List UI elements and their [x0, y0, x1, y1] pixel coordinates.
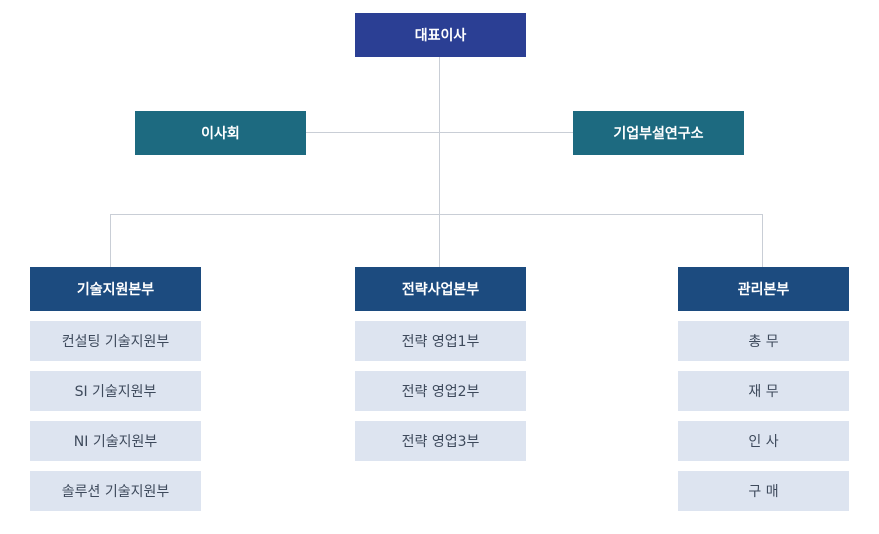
- team-label: 솔루션 기술지원부: [61, 484, 170, 500]
- team-node: NI 기술지원부: [30, 421, 201, 461]
- connector-staff-horizontal: [305, 132, 573, 133]
- ceo-label: 대표이사: [414, 28, 467, 44]
- division-label: 기술지원본부: [76, 282, 155, 298]
- connector-left-division: [110, 214, 111, 267]
- division-label: 전략사업본부: [401, 282, 480, 298]
- division-management: 관리본부: [678, 267, 849, 311]
- team-label: NI 기술지원부: [73, 434, 158, 450]
- team-node: 구 매: [678, 471, 849, 511]
- team-node: 총 무: [678, 321, 849, 361]
- connector-vertical-main: [439, 57, 440, 267]
- connector-right-division: [762, 214, 763, 267]
- team-label: 컨설팅 기술지원부: [61, 334, 170, 350]
- team-node: 인 사: [678, 421, 849, 461]
- team-node: 컨설팅 기술지원부: [30, 321, 201, 361]
- team-node: SI 기술지원부: [30, 371, 201, 411]
- team-label: 전략 영업1부: [401, 334, 480, 350]
- team-node: 재 무: [678, 371, 849, 411]
- team-label: 인 사: [748, 434, 779, 450]
- team-label: 전략 영업2부: [401, 384, 480, 400]
- team-node: 솔루션 기술지원부: [30, 471, 201, 511]
- board-label: 이사회: [201, 126, 240, 142]
- team-label: 전략 영업3부: [401, 434, 480, 450]
- team-node: 전략 영업2부: [355, 371, 526, 411]
- team-node: 전략 영업3부: [355, 421, 526, 461]
- connector-divisions-horizontal: [110, 214, 763, 215]
- research-lab-label: 기업부설연구소: [613, 126, 704, 142]
- team-label: 재 무: [748, 384, 779, 400]
- division-strategy-business: 전략사업본부: [355, 267, 526, 311]
- board-node: 이사회: [135, 111, 306, 155]
- team-label: 구 매: [748, 484, 779, 500]
- team-node: 전략 영업1부: [355, 321, 526, 361]
- division-label: 관리본부: [737, 282, 790, 298]
- research-lab-node: 기업부설연구소: [573, 111, 744, 155]
- division-tech-support: 기술지원본부: [30, 267, 201, 311]
- team-label: SI 기술지원부: [74, 384, 157, 400]
- team-label: 총 무: [748, 334, 779, 350]
- ceo-node: 대표이사: [355, 13, 526, 57]
